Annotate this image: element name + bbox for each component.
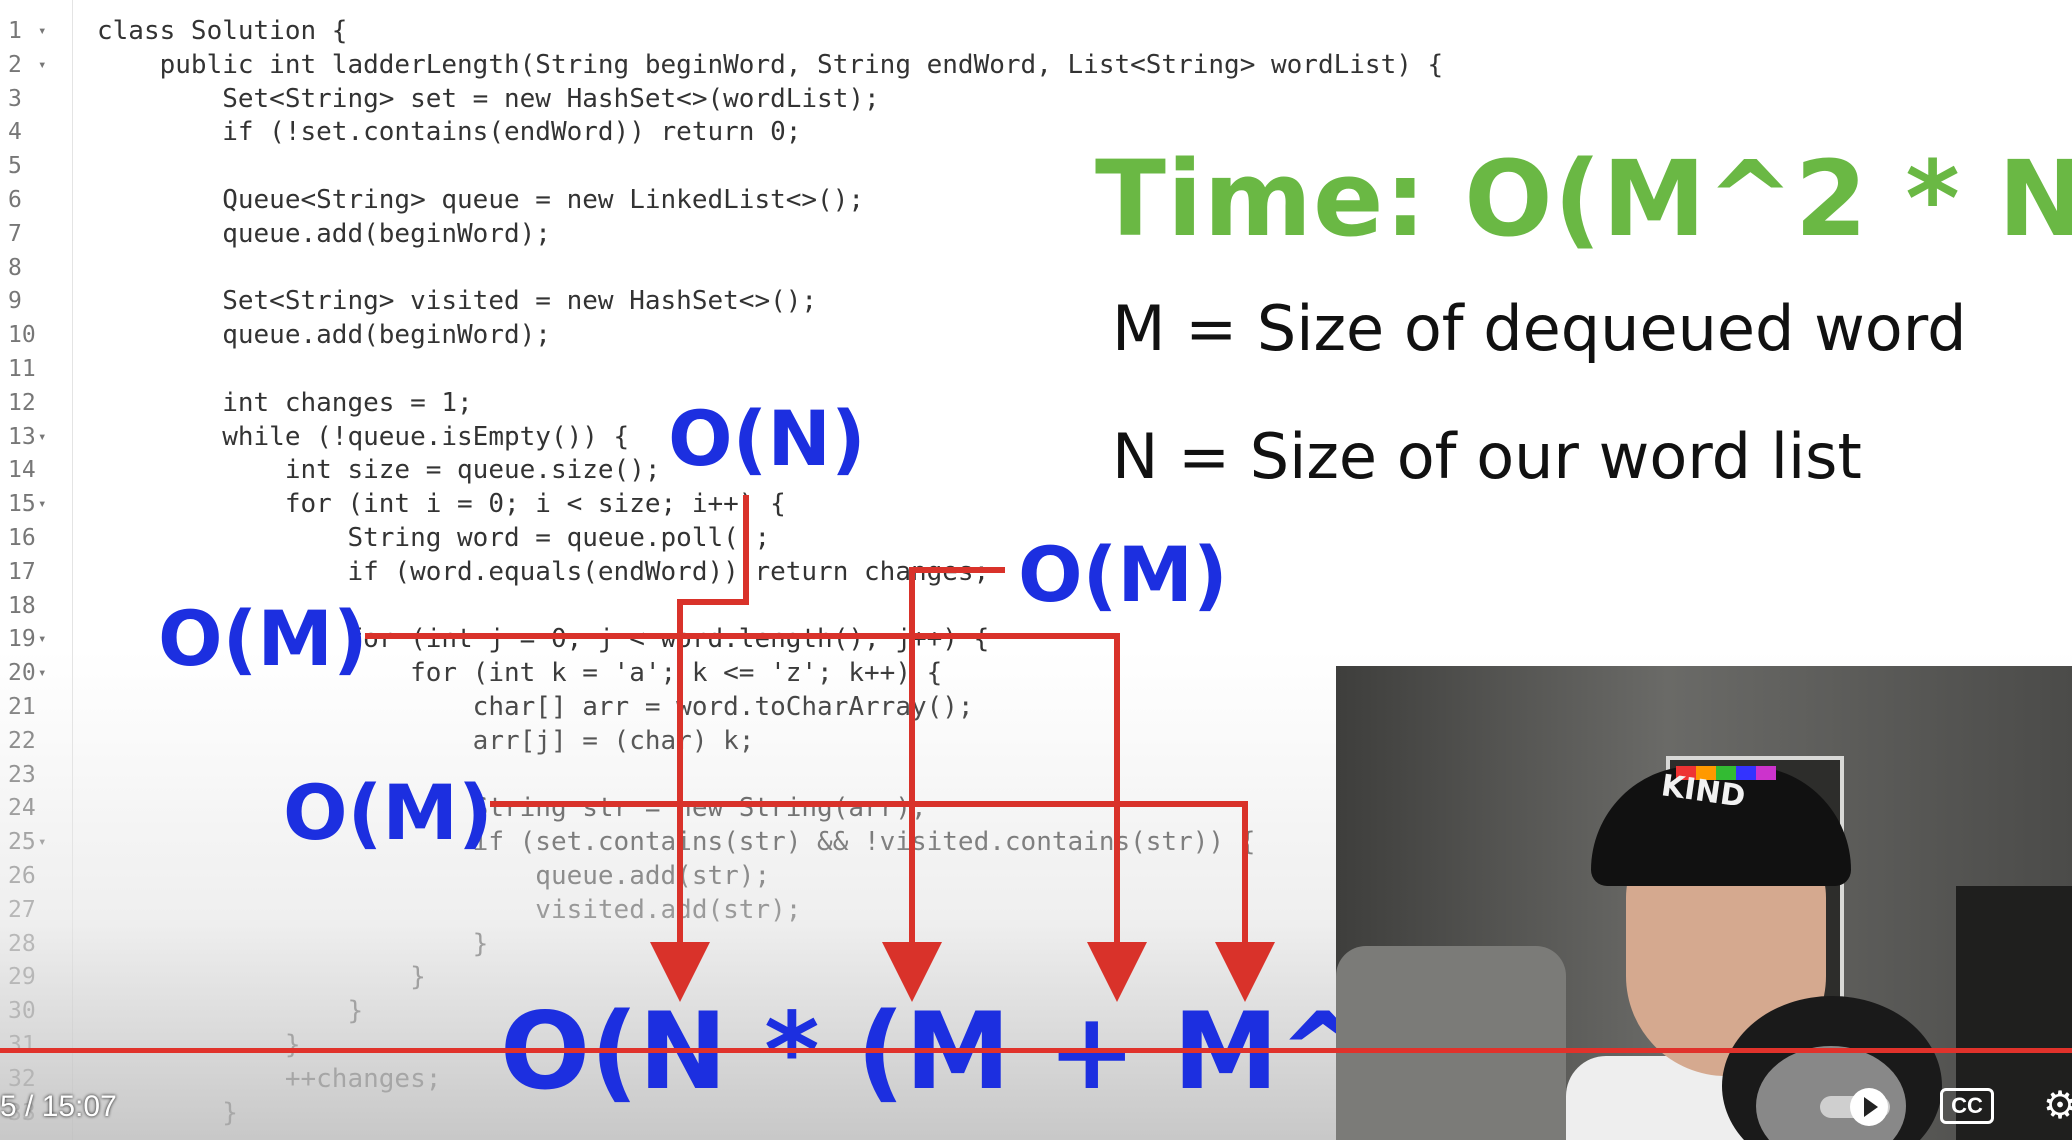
video-progress-bar[interactable]	[0, 1048, 2072, 1053]
line-number: 5	[8, 153, 22, 180]
label-o-m-left: O(M)	[158, 594, 368, 683]
video-time: 5 / 15:07	[0, 1090, 117, 1123]
line-number: 14	[8, 457, 36, 484]
fold-arrow-icon[interactable]: ▾	[38, 496, 47, 513]
code-text: while (!queue.isEmpty()) {	[97, 421, 630, 452]
code-text: int size = queue.size();	[97, 455, 661, 486]
line-number: 17	[8, 558, 36, 585]
autoplay-toggle[interactable]	[1820, 1088, 1894, 1126]
n-definition: N = Size of our word list	[1112, 420, 1862, 493]
code-text: for (int i = 0; i < size; i++) {	[97, 489, 786, 520]
label-o-m-right: O(M)	[1018, 530, 1228, 619]
arrow-om-right	[882, 567, 1005, 1002]
settings-button[interactable]: ⚙	[2040, 1084, 2072, 1127]
fold-arrow-icon[interactable]: ▾	[38, 23, 47, 39]
line-number: 15	[8, 491, 36, 518]
line-number: 19	[8, 626, 36, 653]
webcam-sofa	[1336, 946, 1566, 1140]
line-number: 8	[8, 254, 22, 281]
presenter-cap	[1591, 766, 1851, 886]
code-text: if (word.equals(endWord)) return changes…	[97, 556, 990, 587]
label-o-n: O(N)	[668, 394, 866, 483]
code-text: if (!set.contains(endWord)) return 0;	[97, 117, 802, 148]
time-complexity-title: Time: O(M^2 * N)	[1095, 138, 2072, 260]
closed-captions-button[interactable]: CC	[1940, 1088, 1994, 1124]
line-number: 12	[8, 389, 36, 416]
arrow-on	[650, 495, 749, 1002]
line-number: 4	[8, 119, 22, 146]
code-text: Queue<String> queue = new LinkedList<>()…	[97, 185, 865, 215]
fold-arrow-icon[interactable]: ▾	[38, 631, 47, 648]
code-text: public int ladderLength(String beginWord…	[97, 49, 1444, 80]
line-number: 9	[8, 288, 22, 315]
code-text: Set<String> set = new HashSet<>(wordList…	[97, 83, 880, 114]
line-number: 1	[8, 18, 22, 44]
webcam-overlay: KIND	[1336, 666, 2072, 1140]
line-number: 10	[8, 322, 36, 349]
line-number: 18	[8, 592, 36, 619]
closed-captions-icon: CC	[1951, 1093, 1983, 1118]
cap-logo-stripes	[1676, 766, 1776, 780]
autoplay-toggle-icon	[1864, 1097, 1878, 1117]
line-number: 2	[8, 51, 22, 78]
code-text: String word = queue.poll();	[97, 523, 771, 553]
code-text: for (int j = 0; j < word.length(); j++) …	[97, 624, 990, 655]
fold-arrow-icon[interactable]: ▾	[38, 428, 47, 445]
line-number: 16	[8, 525, 36, 551]
code-text: class Solution {	[97, 16, 348, 46]
line-number: 7	[8, 220, 22, 247]
line-number: 6	[8, 187, 22, 213]
code-text: queue.add(beginWord);	[97, 320, 551, 351]
webcam-door	[1956, 886, 2072, 1140]
arrow-om-lower	[490, 801, 1275, 1002]
code-text: Set<String> visited = new HashSet<>();	[97, 286, 818, 317]
line-number: 13	[8, 423, 36, 450]
m-definition: M = Size of dequeued word	[1112, 292, 1967, 365]
code-text: queue.add(beginWord);	[97, 218, 551, 249]
fold-arrow-icon[interactable]: ▾	[38, 56, 47, 73]
label-o-m-lower: O(M)	[283, 768, 493, 857]
gear-icon: ⚙	[2042, 1084, 2072, 1127]
arrow-om-left	[365, 633, 1147, 1002]
line-number: 3	[8, 85, 22, 112]
code-text: int changes = 1;	[97, 387, 473, 418]
line-number: 11	[8, 356, 36, 382]
